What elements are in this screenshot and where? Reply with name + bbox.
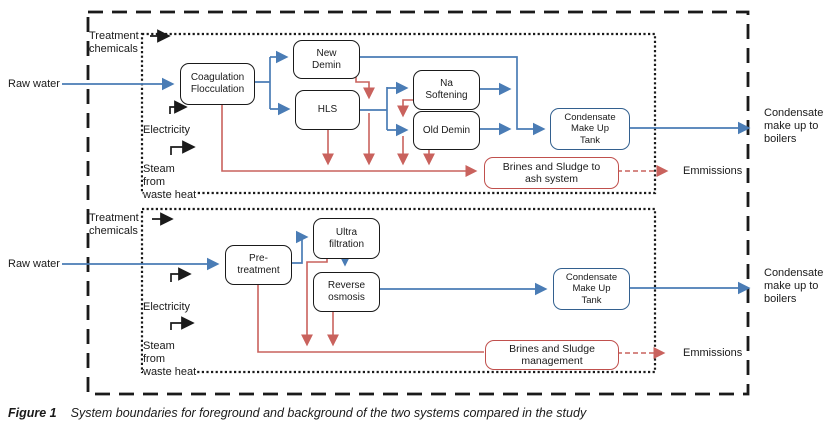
condensate-tank-label-2: Condensate Make Up Tank — [565, 272, 618, 306]
process-box-coagulation-flocculation: Coagulation Flocculation — [180, 63, 255, 105]
figure-caption-number: Figure 1 — [8, 406, 57, 420]
treatment-chemicals-label-2: Treatment chemicals — [89, 212, 139, 238]
process-box-ultra-filtration: Ultra filtration — [313, 218, 380, 259]
system2-boundary — [140, 207, 657, 374]
steam-label-1: Steam from waste heat — [143, 163, 197, 203]
reverse-osmosis-label: Reverse osmosis — [327, 280, 366, 303]
treatment-chemicals-label-1: Treatment chemicals — [89, 30, 139, 56]
condensate-tank-box-1: Condensate Make Up Tank — [550, 108, 630, 150]
system2-waste-flows — [257, 257, 666, 359]
old-demin-label: Old Demin — [422, 124, 471, 136]
process-box-hls: HLS — [295, 90, 360, 130]
uf-waste-arrow — [301, 257, 328, 347]
new-demin-collect-to-tank — [358, 56, 546, 136]
pretreatment-waste-line — [257, 283, 484, 353]
brines-sludge-box-2: Brines and Sludge management — [485, 340, 619, 370]
raw-water-label-1: Raw water — [8, 78, 60, 90]
process-box-old-demin: Old Demin — [413, 111, 480, 150]
figure-caption-text: System boundaries for foreground and bac… — [70, 406, 587, 420]
process-box-new-demin: New Demin — [293, 40, 360, 79]
new-demin-waste-upper — [355, 77, 375, 100]
electricity-label-1: Electricity — [143, 124, 191, 136]
hls-split-line — [358, 87, 388, 130]
coagulation-split-line — [253, 57, 271, 109]
pre-treatment-label: Pre- treatment — [237, 253, 280, 276]
pretreatment-to-uf — [290, 230, 309, 264]
system1-water-flows — [62, 50, 751, 137]
input-arrows — [150, 29, 196, 330]
na-softening-waste-upper — [397, 99, 413, 118]
coagulation-waste-line — [221, 103, 478, 177]
hls-label: HLS — [317, 104, 338, 116]
process-box-pre-treatment: Pre- treatment — [225, 245, 292, 285]
steam-arrow-1 — [170, 140, 196, 155]
steam-label-2: Steam from waste heat — [143, 340, 197, 380]
electricity-arrow-2 — [170, 267, 192, 282]
condensate-output-label-2: Condensate make up to boilers — [764, 267, 824, 306]
raw-water-label-2: Raw water — [8, 258, 60, 270]
brines-sludge-box-1: Brines and Sludge to ash system — [484, 157, 619, 189]
condensate-tank-box-2: Condensate Make Up Tank — [553, 268, 630, 310]
brines-label-2: Brines and Sludge management — [509, 342, 595, 367]
electricity-arrow-1 — [169, 100, 188, 114]
overall-system-boundary — [86, 10, 750, 396]
new-demin-label: New Demin — [312, 47, 341, 71]
electricity-label-2: Electricity — [143, 301, 191, 313]
brines-label-1: Brines and Sludge to ash system — [502, 160, 601, 185]
emissions-label-2: Emmissions — [683, 347, 743, 359]
coagulation-label: Coagulation Flocculation — [190, 72, 245, 95]
condensate-tank-label-1: Condensate Make Up Tank — [564, 112, 616, 146]
system1-waste-flows — [221, 77, 669, 177]
process-box-reverse-osmosis: Reverse osmosis — [313, 272, 380, 312]
figure-caption: Figure 1 System boundaries for foreground… — [8, 406, 586, 420]
na-softening-label: Na Softening — [425, 78, 468, 101]
condensate-output-label-1: Condensate make up to boilers — [764, 107, 824, 146]
process-box-na-softening: Na Softening — [413, 70, 480, 110]
steam-arrow-2 — [170, 316, 195, 330]
ultra-filtration-label: Ultra filtration — [328, 226, 364, 250]
system2-water-flows — [62, 230, 751, 296]
emissions-label-1: Emmissions — [683, 165, 743, 177]
